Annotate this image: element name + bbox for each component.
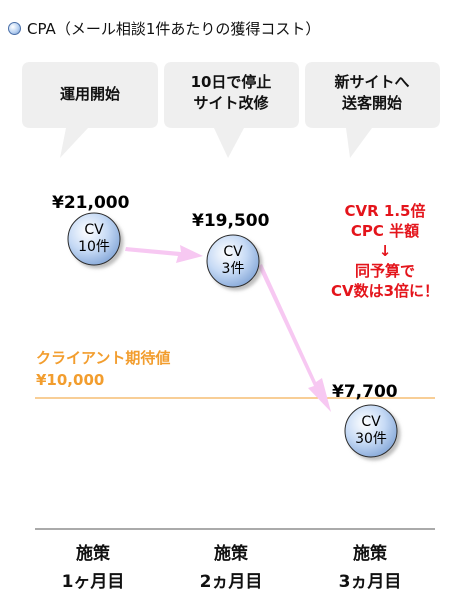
price-3: ¥7,700 bbox=[332, 382, 398, 402]
price-2: ¥19,500 bbox=[192, 211, 270, 231]
cv-circle-2 bbox=[206, 234, 260, 288]
note-line-3: ↓ bbox=[378, 242, 392, 260]
bubble-2-line-1: 10日で停止 bbox=[190, 73, 272, 91]
cv-1-count: 10件 bbox=[78, 239, 110, 255]
cv-2-label: CV bbox=[223, 244, 243, 260]
period-3-line-2: 3ヵ月目 bbox=[338, 572, 402, 592]
period-3-line-1: 施策 bbox=[353, 544, 387, 564]
period-1: 施策 1ヶ月目 bbox=[38, 540, 148, 596]
period-3: 施策 3ヵ月目 bbox=[315, 540, 425, 596]
bullet-circle-icon bbox=[8, 22, 21, 35]
period-2-line-1: 施策 bbox=[214, 544, 248, 564]
cv-2-text: CV 3件 bbox=[211, 244, 255, 278]
speech-bubble-1 bbox=[22, 62, 158, 158]
title-row: CPA（メール相談1件あたりの獲得コスト） bbox=[8, 18, 320, 39]
bubble-3-text: 新サイトへ 送客開始 bbox=[322, 72, 422, 114]
period-1-line-1: 施策 bbox=[76, 544, 110, 564]
speech-bubble-3 bbox=[305, 62, 440, 158]
bubble-3-line-1: 新サイトへ bbox=[334, 73, 410, 91]
diagram-title: CPA（メール相談1件あたりの獲得コスト） bbox=[27, 20, 321, 38]
speech-bubble-2 bbox=[164, 62, 299, 158]
arrow-2-to-3 bbox=[258, 264, 331, 412]
bubble-2-line-2: サイト改修 bbox=[193, 94, 269, 112]
note-line-4: 同予算で bbox=[354, 262, 415, 280]
cv-2-count: 3件 bbox=[221, 261, 245, 277]
arrow-1-to-2 bbox=[125, 245, 203, 263]
improvement-note: CVR 1.5倍 CPC 半額 ↓ 同予算で CV数は3倍に！ bbox=[320, 201, 450, 301]
note-line-5: CV数は3倍に！ bbox=[330, 282, 440, 300]
period-2-line-2: 2ヵ月目 bbox=[199, 572, 263, 592]
note-line-2: CPC 半額 bbox=[350, 222, 420, 240]
price-1: ¥21,000 bbox=[52, 193, 130, 213]
cv-circle-1 bbox=[67, 212, 121, 266]
bubble-2-text: 10日で停止 サイト改修 bbox=[181, 72, 281, 114]
cv-3-text: CV 30件 bbox=[349, 414, 393, 448]
cv-1-text: CV 10件 bbox=[72, 222, 116, 256]
bubble-1-text: 運用開始 bbox=[40, 84, 140, 105]
period-1-line-2: 1ヶ月目 bbox=[61, 572, 125, 592]
expected-value-amount: ¥10,000 bbox=[36, 371, 105, 389]
cv-3-label: CV bbox=[361, 414, 381, 430]
cv-3-count: 30件 bbox=[355, 431, 387, 447]
bubble-1-line-1: 運用開始 bbox=[59, 85, 120, 103]
period-2: 施策 2ヵ月目 bbox=[176, 540, 286, 596]
bubble-3-line-2: 送客開始 bbox=[341, 94, 402, 112]
note-line-1: CVR 1.5倍 bbox=[344, 202, 426, 220]
cv-circle-3 bbox=[344, 404, 398, 458]
cv-1-label: CV bbox=[84, 222, 104, 238]
expected-value-label: クライアント期待値 bbox=[36, 349, 171, 367]
